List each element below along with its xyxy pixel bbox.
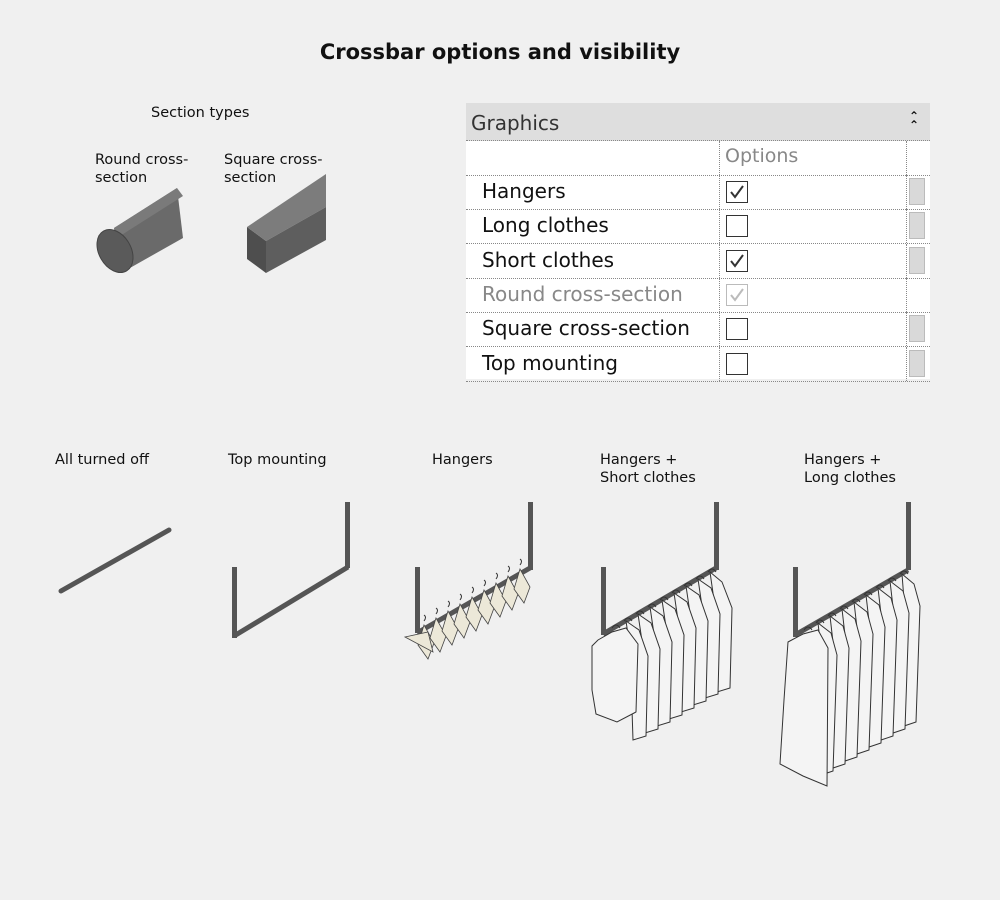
- row-grip-button[interactable]: [909, 315, 925, 343]
- option-row: Long clothes: [466, 209, 930, 245]
- variant-label-hangers: Hangers: [432, 452, 493, 468]
- option-label: Short clothes: [482, 247, 615, 272]
- variant-label-hangers-short: Hangers + Short clothes: [600, 452, 696, 486]
- option-label: Hangers: [482, 179, 566, 203]
- option-label: Top mounting: [482, 350, 618, 375]
- graphics-panel-header[interactable]: Graphics ⌃⌃: [466, 103, 930, 141]
- double-chevron-up-icon[interactable]: ⌃⌃: [908, 109, 920, 132]
- option-label: Long clothes: [482, 213, 609, 238]
- square-section-label: Square cross- section: [224, 152, 323, 186]
- row-grip-button[interactable]: [909, 349, 925, 377]
- hangers-long-clothes-shape: [779, 502, 921, 787]
- option-row: Top mounting: [466, 346, 930, 382]
- option-row: Short clothes: [466, 243, 930, 279]
- options-header-row: Options: [466, 141, 930, 176]
- option-row: Round cross-section: [466, 277, 930, 313]
- option-checkbox: [726, 283, 748, 306]
- variant-label-hangers-long: Hangers + Long clothes: [804, 452, 896, 486]
- page-title: Crossbar options and visibility: [319, 40, 681, 64]
- row-grip-button[interactable]: [909, 178, 925, 205]
- option-label: Round cross-section: [482, 281, 683, 306]
- square-cross-section-shape: [247, 174, 326, 273]
- option-checkbox[interactable]: [726, 181, 748, 203]
- hangers-shape: [403, 502, 533, 660]
- option-row: Hangers: [466, 175, 930, 210]
- row-grip-button[interactable]: [909, 246, 925, 274]
- option-checkbox[interactable]: [726, 215, 748, 238]
- round-section-label: Round cross- section: [95, 152, 189, 186]
- option-label: Square cross-section: [482, 316, 690, 341]
- graphics-panel-title: Graphics: [471, 111, 560, 135]
- variant-label-off: All turned off: [55, 452, 149, 468]
- variant-label-top-mounting: Top mounting: [228, 452, 327, 468]
- crossbar-only-shape: [58, 527, 172, 594]
- round-cross-section-shape: [96, 188, 183, 273]
- top-mounting-shape: [232, 502, 350, 639]
- option-checkbox[interactable]: [726, 352, 748, 375]
- section-types-heading: Section types: [151, 105, 250, 121]
- row-grip-button[interactable]: [909, 212, 925, 240]
- option-checkbox[interactable]: [726, 249, 748, 272]
- hangers-short-clothes-shape: [591, 502, 733, 741]
- option-checkbox[interactable]: [726, 318, 748, 341]
- option-row: Square cross-section: [466, 312, 930, 348]
- options-column-header: Options: [725, 145, 799, 167]
